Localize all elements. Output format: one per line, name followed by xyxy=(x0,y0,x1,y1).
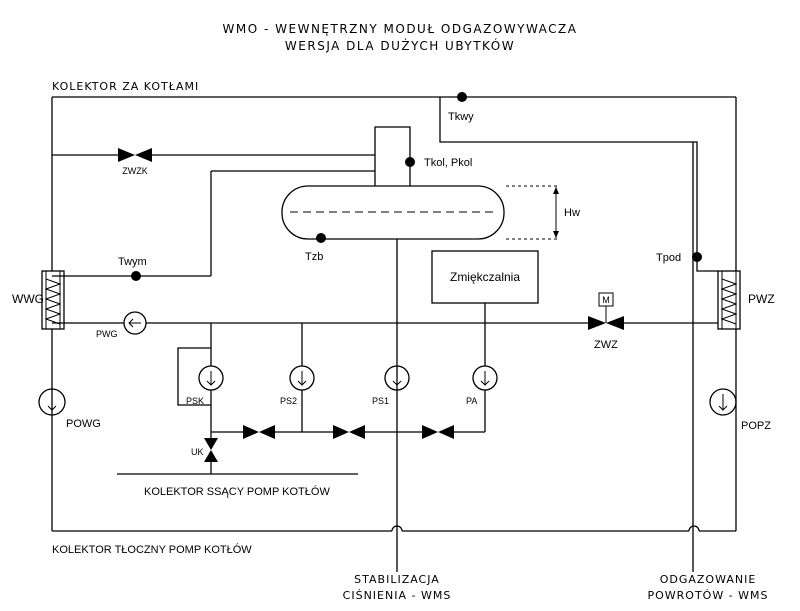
diagram-title-line2: WERSJA DLA DUŻYCH UBYTKÓW xyxy=(285,38,515,53)
label-kolektor-ssacy: KOLEKTOR SSĄCY POMP KOTŁÓW xyxy=(144,485,330,498)
heat-exchanger-wwg xyxy=(41,270,65,330)
valve-zwz xyxy=(588,292,624,330)
label-tpod: Tpod xyxy=(656,252,681,264)
label-tkol-pkol: Tkol, Pkol xyxy=(424,157,472,169)
label-odgazowanie-2: POWROTÓW - WMS xyxy=(647,589,768,602)
label-psk: PSK xyxy=(186,396,204,406)
label-pwz: PWZ xyxy=(748,292,775,306)
sensor-dot-twym xyxy=(131,271,141,281)
label-zwz: ZWZ xyxy=(594,339,618,351)
sensor-dot-tkwy xyxy=(457,92,467,102)
valve-lower-3 xyxy=(422,425,454,439)
pump-pwg xyxy=(123,311,147,335)
pump-ps2 xyxy=(289,365,315,391)
label-popz: POPZ xyxy=(741,420,771,432)
heat-exchanger-pwz xyxy=(717,270,741,330)
pump-psk xyxy=(198,365,224,391)
label-twym: Twym xyxy=(118,256,147,268)
label-pwg: PWG xyxy=(96,329,118,339)
label-wwg: WWG xyxy=(12,292,44,306)
label-uk: UK xyxy=(191,447,204,457)
valve-lower-2 xyxy=(333,425,365,439)
valve-zwzk xyxy=(118,148,152,162)
label-odgazowanie-1: ODGAZOWANIE xyxy=(660,573,757,586)
label-tkwy: Tkwy xyxy=(448,111,474,123)
pump-pa xyxy=(472,365,498,391)
label-kolektor-tloczny: KOLEKTOR TŁOCZNY POMP KOTŁÓW xyxy=(52,543,252,556)
label-stabilizacja-1: STABILIZACJA xyxy=(354,573,440,586)
valve-lower-1 xyxy=(243,425,275,439)
sensor-dot-tkol xyxy=(405,157,415,167)
zmiekczalnia-box xyxy=(431,250,539,304)
label-ps2: PS2 xyxy=(280,396,297,406)
diagram-title-line1: WMO - WEWNĘTRZNY MODUŁ ODGAZOWYWACZA xyxy=(223,22,578,36)
sensor-dot-tzb xyxy=(316,233,326,243)
piping xyxy=(51,96,737,572)
label-ps1: PS1 xyxy=(372,396,389,406)
label-tzb: Tzb xyxy=(305,251,323,263)
label-pa: PA xyxy=(466,396,477,406)
label-kolektor-za-kotlami: KOLEKTOR ZA KOTŁAMI xyxy=(52,80,199,93)
motor-symbol: M xyxy=(602,295,610,305)
label-hw: Hw xyxy=(564,207,580,219)
sensor-dot-tpod xyxy=(692,252,702,262)
pump-powg xyxy=(38,388,66,416)
pump-ps1 xyxy=(384,365,410,391)
label-stabilizacja-2: CIŚNIENIA - WMS xyxy=(343,589,452,602)
label-zmiekczalnia: Zmiękczalnia xyxy=(450,270,520,284)
pump-popz xyxy=(709,388,737,416)
label-powg: POWG xyxy=(66,418,101,430)
label-zwzk: ZWZK xyxy=(122,166,148,176)
valve-uk xyxy=(204,438,218,462)
